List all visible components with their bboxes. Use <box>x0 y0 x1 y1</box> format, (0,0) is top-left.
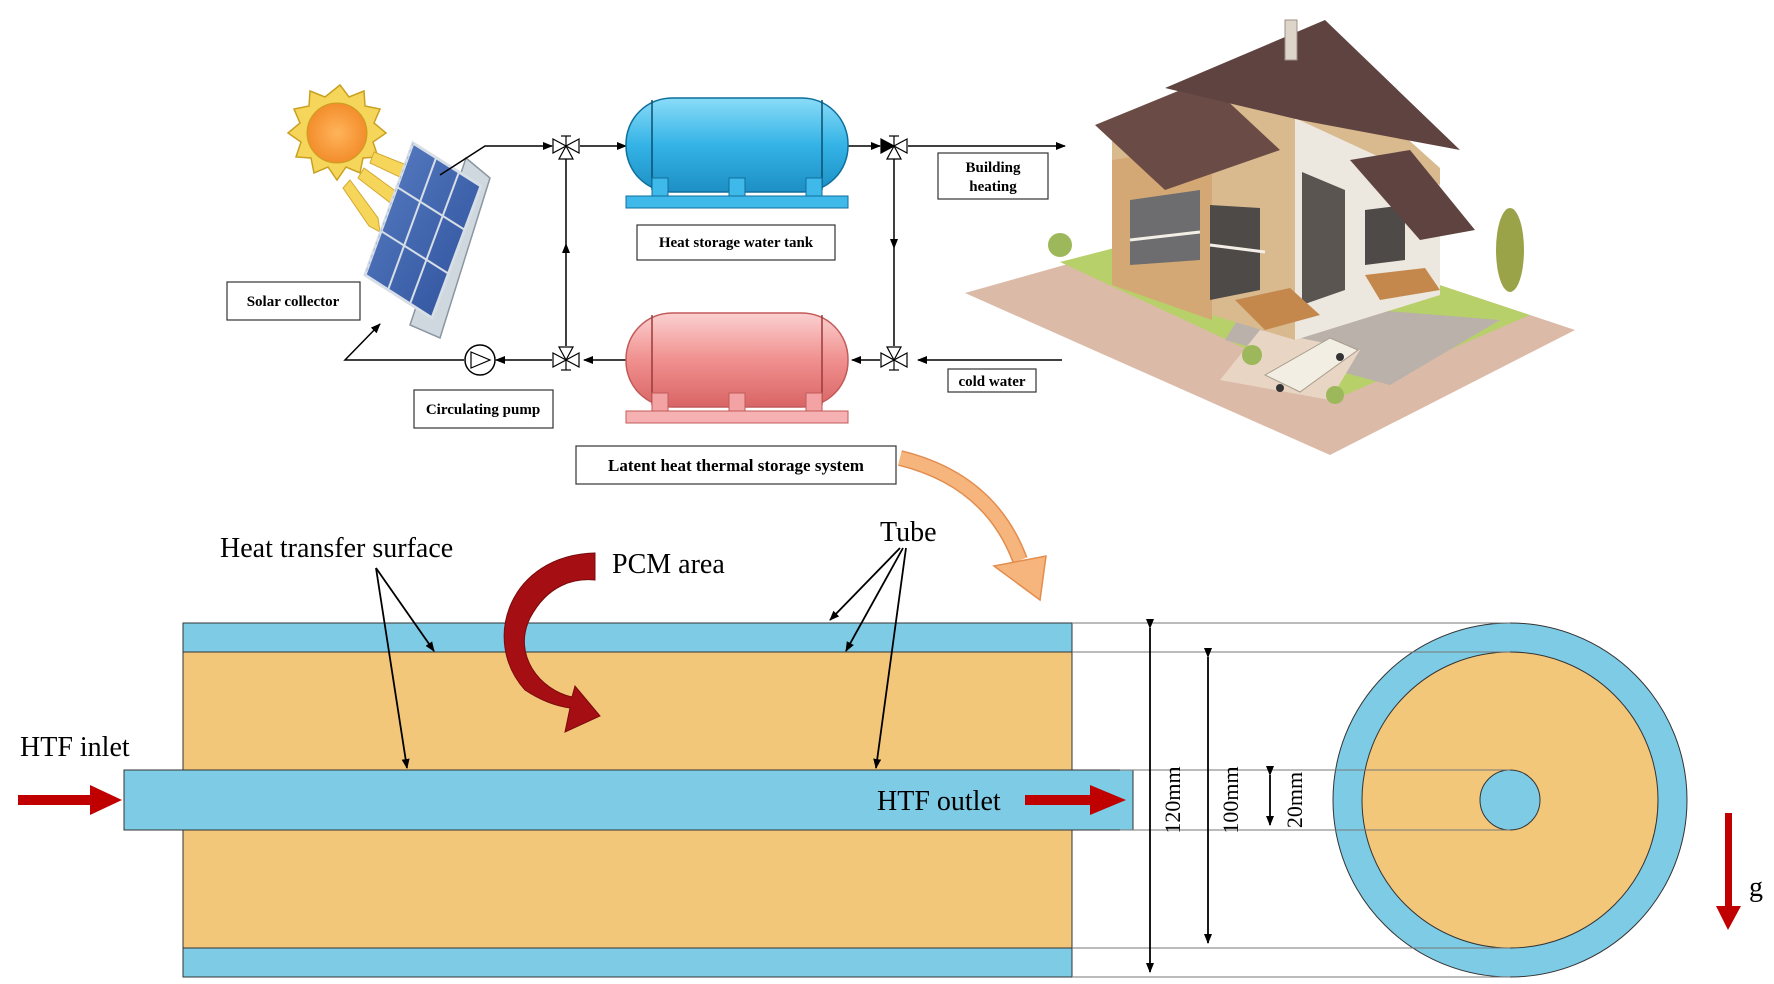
htf-inlet-arrow <box>18 785 122 815</box>
building-heating-box <box>937 152 1049 200</box>
solar-panel-icon <box>363 140 491 340</box>
tube-label: Tube <box>880 517 937 548</box>
house-illustration <box>965 19 1575 455</box>
htf-outlet-arrow <box>1025 785 1126 815</box>
piping <box>343 142 1066 364</box>
htf-outlet-label: HTF outlet <box>877 786 1001 817</box>
dimension-lines <box>1146 619 1274 973</box>
circulating-pump-box <box>413 389 554 429</box>
tube-cross-section <box>1332 622 1688 978</box>
pcm-curved-arrow <box>503 552 601 733</box>
tube-longitudinal-section <box>123 622 1134 978</box>
pointer-lines <box>375 547 907 769</box>
lhtss-label: Latent heat thermal storage system <box>608 456 864 475</box>
building-heating-label-1: Building <box>965 160 1021 176</box>
htf-inner-tube <box>123 769 1134 831</box>
heat-transfer-surface-label: Heat transfer surface <box>220 533 453 564</box>
gravity-label: g <box>1749 872 1763 903</box>
htf-inlet-label: HTF inlet <box>20 732 130 763</box>
building-heating-label-2: heating <box>969 179 1017 195</box>
lhtss-box <box>575 445 897 485</box>
sun-icon <box>286 83 388 182</box>
latent-heat-tank-icon <box>625 312 849 424</box>
dim-100-label: 100mm <box>1218 766 1243 833</box>
valve-icon <box>552 135 908 371</box>
projection-lines <box>1072 622 1510 978</box>
dim-20-label: 20mm <box>1282 772 1307 828</box>
pcm-region-top <box>182 651 1073 771</box>
heat-storage-tank-box <box>636 224 836 261</box>
outer-tube-top <box>182 622 1073 653</box>
solar-collector-box <box>226 281 361 321</box>
cold-water-box <box>947 368 1037 393</box>
pcm-area-label: PCM area <box>612 549 725 580</box>
cold-water-label: cold water <box>958 374 1025 390</box>
gravity-arrow <box>1716 813 1741 930</box>
solar-collector-label: Solar collector <box>247 294 340 310</box>
heat-storage-tank-label: Heat storage water tank <box>659 235 814 251</box>
circulating-pump-label: Circulating pump <box>426 402 540 418</box>
callout-arrow <box>898 450 1047 602</box>
pump-icon <box>464 344 496 376</box>
heat-storage-tank-icon <box>625 97 849 209</box>
outer-tube-bottom <box>182 947 1073 978</box>
pcm-region-bottom <box>182 829 1073 949</box>
dim-120-label: 120mm <box>1160 766 1185 833</box>
